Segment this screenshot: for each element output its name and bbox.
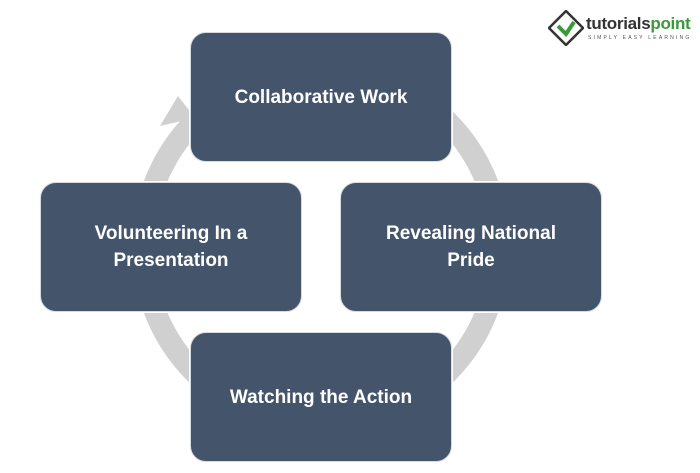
step-watching-the-action: Watching the Action (190, 332, 452, 462)
step-label: Volunteering In a Presentation (94, 223, 248, 271)
logo-icon (548, 10, 584, 46)
step-volunteering-presentation: Volunteering In a Presentation (40, 182, 302, 312)
step-revealing-national-pride: Revealing National Pride (340, 182, 602, 312)
step-label: Collaborative Work (234, 86, 408, 108)
step-collaborative-work: Collaborative Work (190, 32, 452, 162)
cycle-arrowhead-icon (160, 96, 195, 126)
logo-text: tutorialspoint (586, 14, 691, 34)
logo-name-a: tutorials (586, 14, 651, 33)
logo-name-b: point (650, 14, 691, 33)
step-label: Revealing National Pride (386, 223, 556, 271)
logo-tagline: SIMPLY EASY LEARNING (588, 35, 692, 41)
tutorialspoint-logo: tutorialspoint SIMPLY EASY LEARNING (548, 8, 693, 46)
step-label: Watching the Action (229, 386, 413, 408)
